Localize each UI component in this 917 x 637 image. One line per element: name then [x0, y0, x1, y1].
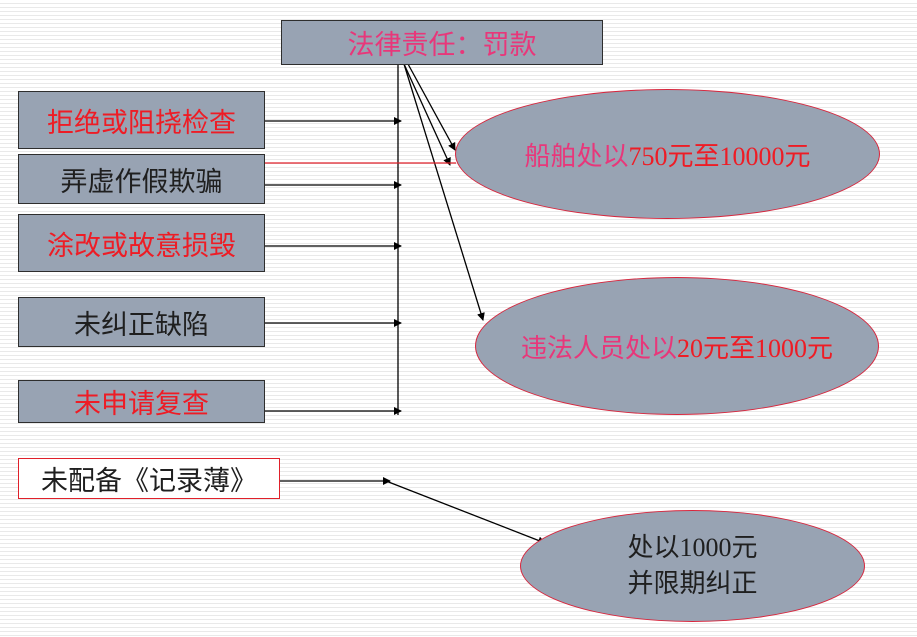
oval-ship-tail: 元: [784, 141, 811, 172]
left-box-fraud: 弄虚作假欺骗: [18, 154, 265, 204]
left-box-obstruct-inspection: 拒绝或阻挠检查: [18, 91, 265, 149]
oval-record-line1: 处以1000元: [627, 530, 757, 566]
bottom-box-label: 未配备《记录薄》: [41, 466, 257, 497]
oval-record-amount: 1000: [679, 533, 732, 563]
oval-person-fine: 违法人员处以20元至1000元: [475, 277, 879, 415]
oval-person-mid: 元至: [702, 333, 755, 364]
oval-ship-fine: 船舶处以750元至10000元: [455, 89, 880, 219]
oval-record-tail: 元: [731, 533, 758, 564]
oval-ship-amount2: 10000: [719, 141, 785, 171]
oval-record-line2: 并限期纠正: [627, 568, 758, 599]
oval-person-text: 违法人员处以: [520, 333, 677, 364]
oval-person-amount2: 1000: [755, 333, 807, 363]
left-box-label: 拒绝或阻挠检查: [47, 107, 236, 139]
oval-record-text: 处以: [627, 533, 680, 564]
oval-record-fine: 处以1000元 并限期纠正: [520, 510, 865, 622]
oval-ship-amount: 750: [628, 141, 668, 171]
left-box-label: 未申请复查: [74, 389, 209, 420]
oval-person-tail: 元: [807, 333, 834, 364]
left-box-uncorrected-defect: 未纠正缺陷: [18, 297, 265, 347]
left-box-alter-destroy: 涂改或故意损毁: [18, 214, 265, 272]
left-box-no-reinspection: 未申请复查: [18, 380, 265, 423]
title-box: 法律责任：罚款: [281, 20, 603, 65]
oval-ship-mid: 元至: [667, 141, 720, 172]
left-box-label: 弄虚作假欺骗: [60, 166, 223, 198]
title-label: 法律责任：罚款: [347, 30, 537, 61]
bottom-box-no-record-book: 未配备《记录薄》: [18, 458, 280, 499]
oval-person-amount: 20: [676, 333, 703, 363]
left-box-label: 涂改或故意损毁: [47, 230, 236, 262]
left-box-label: 未纠正缺陷: [74, 309, 209, 341]
oval-ship-text: 船舶处以: [524, 141, 629, 172]
